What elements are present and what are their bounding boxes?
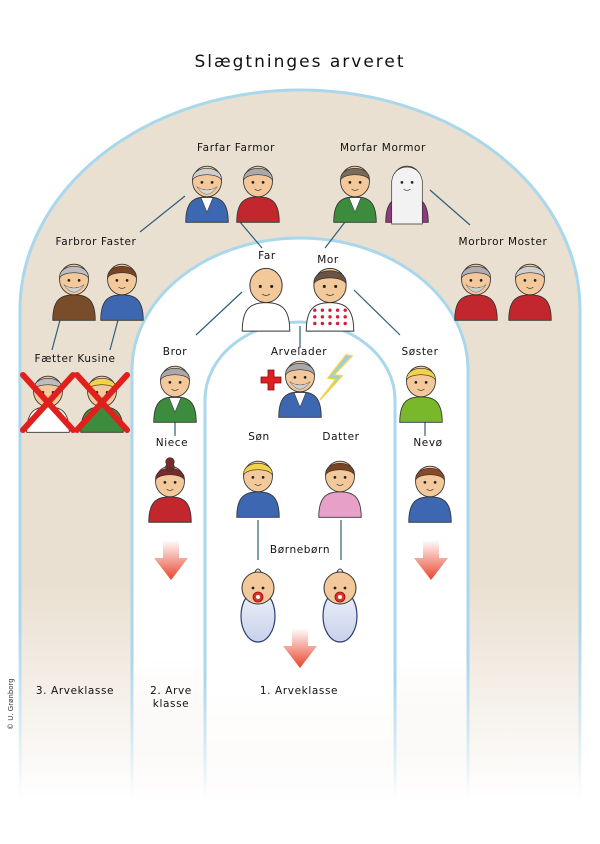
person-icon-soster <box>399 365 443 423</box>
person-icon-mor <box>305 267 355 332</box>
label-mor: Mor <box>317 254 339 266</box>
person-icon-faster <box>100 263 144 321</box>
label-son: Søn <box>248 431 270 443</box>
person-icon-morfar <box>333 165 377 223</box>
arrow-down-icon <box>414 540 448 580</box>
label-third-class: 3. Arveklasse <box>36 685 114 697</box>
label-second-class-line2: klasse <box>153 698 189 710</box>
person-icon-farfar <box>185 165 229 223</box>
page-title: Slægtninges arveret <box>194 52 405 72</box>
label-arvelader: Arvelader <box>271 346 327 358</box>
person-icon-arvelader <box>278 360 322 418</box>
person-icon-kusine <box>74 372 130 433</box>
person-icon-son <box>236 460 280 518</box>
person-icon-farmor <box>236 165 280 223</box>
baby-icon <box>240 568 276 643</box>
person-icon-far <box>241 267 291 332</box>
baby-icon <box>322 568 358 643</box>
connector-lines <box>51 189 471 560</box>
label-morbror-moster: Morbror Moster <box>459 236 548 248</box>
red-cross-icon <box>260 369 282 391</box>
label-far: Far <box>258 250 276 262</box>
label-first-class: 1. Arveklasse <box>260 685 338 697</box>
label-nevo: Nevø <box>413 437 442 449</box>
label-faetter-kusine: Fætter Kusine <box>34 353 115 365</box>
label-farfar-farmor: Farfar Farmor <box>197 142 275 154</box>
person-icon-faetter <box>20 372 76 433</box>
label-soster: Søster <box>401 346 438 358</box>
person-icon-bror <box>153 365 197 423</box>
person-icon-moster <box>508 263 552 321</box>
person-icon-datter <box>318 460 362 518</box>
person-icon-farbror <box>52 263 96 321</box>
copyright-text: © U. Grønborg <box>7 678 15 730</box>
label-bror: Bror <box>163 346 188 358</box>
people-layer <box>20 165 552 643</box>
label-niece: Niece <box>156 437 188 449</box>
label-bornebørn: Børnebørn <box>270 544 330 556</box>
arrow-down-icon <box>283 628 317 668</box>
person-icon-nevo <box>408 465 452 523</box>
person-icon-niece <box>148 457 192 523</box>
label-second-class-line1: 2. Arve <box>150 685 192 697</box>
person-icon-morbror <box>454 263 498 321</box>
arrow-down-icon <box>154 540 188 580</box>
label-morfar-mormor: Morfar Mormor <box>340 142 426 154</box>
arch-first-class <box>203 320 397 802</box>
person-icon-mormor <box>385 165 429 225</box>
lightning-icon <box>319 354 354 401</box>
label-datter: Datter <box>322 431 359 443</box>
label-farbror-faster: Farbror Faster <box>56 236 137 248</box>
